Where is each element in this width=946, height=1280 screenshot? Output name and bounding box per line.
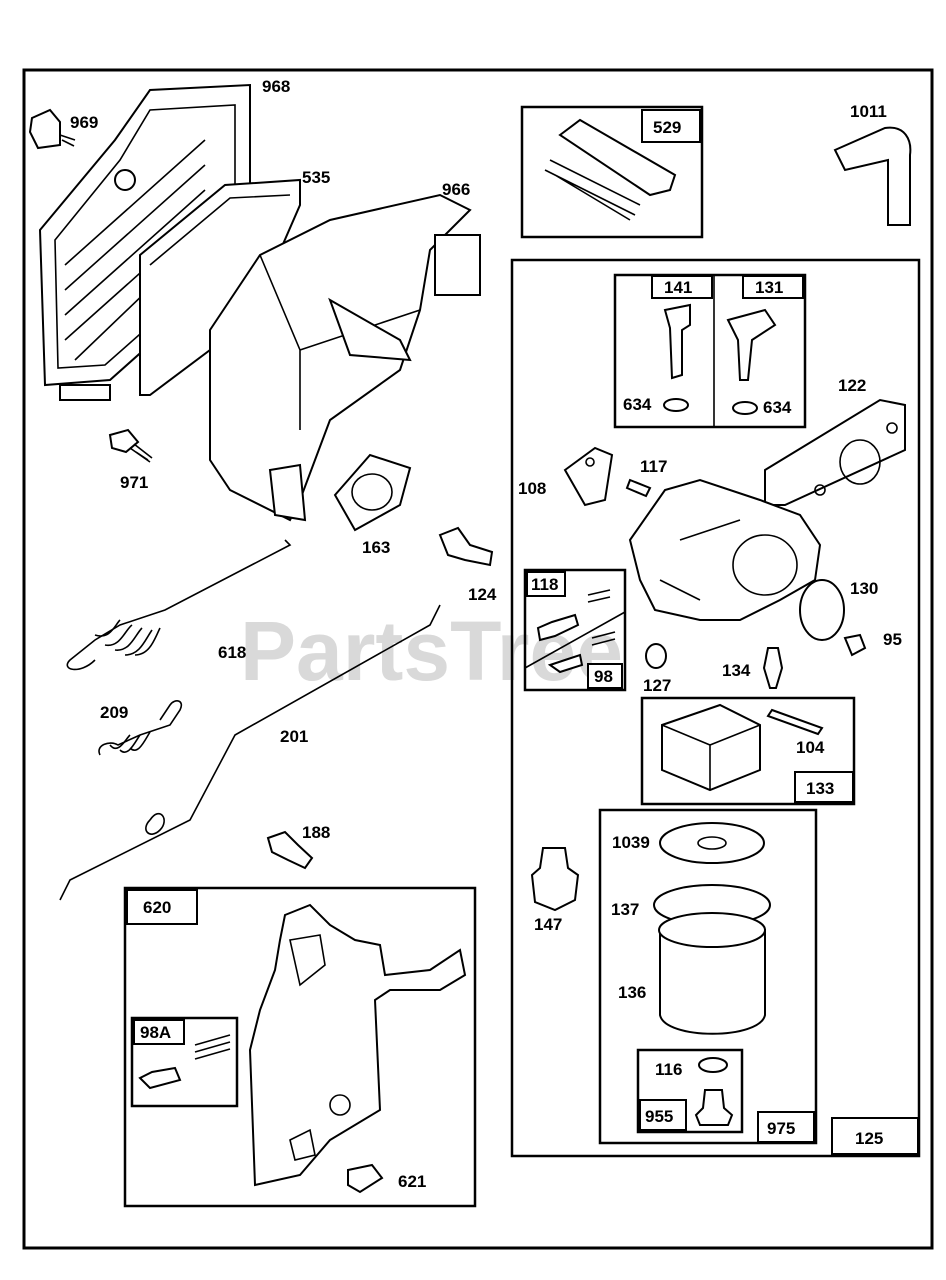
- part-618-spring[interactable]: [66, 539, 292, 671]
- part-118-screw[interactable]: [536, 589, 611, 642]
- label-209: 209: [100, 703, 128, 722]
- label-130: 130: [850, 579, 878, 598]
- part-124-stud[interactable]: [438, 526, 494, 567]
- label-955: 955: [645, 1107, 673, 1126]
- label-188: 188: [302, 823, 330, 842]
- part-134-needle[interactable]: [762, 647, 784, 689]
- part-188-screw[interactable]: [266, 830, 314, 870]
- tag-975-box: [757, 1111, 815, 1143]
- label-122: 122: [838, 376, 866, 395]
- group-529-box: [520, 105, 704, 239]
- tag-133-box: [794, 771, 854, 803]
- part-1039-gasket[interactable]: [659, 822, 765, 864]
- label-118: 118: [531, 575, 558, 594]
- label-116: 116: [655, 1060, 682, 1079]
- tag-141-box: [651, 275, 713, 299]
- group-133-box: [640, 696, 856, 806]
- label-134: 134: [722, 661, 751, 680]
- label-117: 117: [640, 457, 667, 476]
- label-136: 136: [618, 983, 646, 1002]
- part-127-plug[interactable]: [645, 643, 667, 669]
- part-131-needle[interactable]: [726, 308, 777, 415]
- label-124: 124: [468, 585, 497, 604]
- part-carburetor-body[interactable]: [628, 478, 822, 621]
- group-125-box: [510, 258, 921, 1158]
- group-98a-box: [130, 1016, 239, 1108]
- part-971-screw[interactable]: [108, 428, 153, 463]
- label-1011: 1011: [850, 102, 887, 121]
- part-201-governor-rod[interactable]: [59, 604, 441, 901]
- part-104-pin[interactable]: [766, 708, 824, 736]
- label-535: 535: [302, 168, 330, 187]
- tag-125-box: [831, 1117, 919, 1155]
- part-141-needle[interactable]: [663, 303, 691, 412]
- part-1011-hose[interactable]: [833, 126, 912, 226]
- part-108-plate[interactable]: [563, 446, 614, 507]
- part-621-clip[interactable]: [347, 1163, 384, 1194]
- part-98a-screw-spring[interactable]: [138, 1034, 231, 1090]
- part-130-disc[interactable]: [799, 579, 845, 641]
- label-966: 966: [442, 180, 470, 199]
- label-621: 621: [398, 1172, 426, 1191]
- label-634-left: 634: [623, 395, 652, 414]
- label-125: 125: [855, 1129, 883, 1148]
- part-966-cover[interactable]: [209, 193, 481, 522]
- group-975-box: [598, 808, 818, 1145]
- tag-98a-box: [133, 1019, 185, 1045]
- divider-118-98: [524, 611, 626, 669]
- part-95-screw[interactable]: [843, 633, 867, 657]
- part-117-pin[interactable]: [625, 478, 652, 498]
- label-968: 968: [262, 77, 290, 96]
- tag-131-box: [742, 275, 804, 299]
- diagram-frame: [22, 68, 934, 1250]
- label-969: 969: [70, 113, 98, 132]
- label-127: 127: [643, 676, 671, 695]
- label-131: 131: [755, 278, 783, 297]
- part-147-nut[interactable]: [530, 847, 580, 912]
- group-118-98-box: [523, 568, 627, 692]
- part-969-knob[interactable]: [28, 108, 76, 150]
- part-116-washer[interactable]: [698, 1057, 728, 1073]
- label-108: 108: [518, 479, 546, 498]
- part-968-air-cleaner-base[interactable]: [38, 83, 251, 401]
- tag-955-box: [639, 1099, 687, 1131]
- tag-118-box: [526, 571, 566, 597]
- label-634-right: 634: [763, 398, 792, 417]
- part-98-screw[interactable]: [547, 631, 616, 674]
- label-104: 104: [796, 738, 825, 757]
- part-136-bowl[interactable]: [658, 912, 766, 1035]
- label-618: 618: [218, 643, 246, 662]
- part-529-sleeve-spring[interactable]: [544, 118, 677, 221]
- part-209-spring[interactable]: [98, 700, 183, 756]
- label-1039: 1039: [612, 833, 650, 852]
- part-955-bolt[interactable]: [694, 1089, 734, 1126]
- part-163-gasket[interactable]: [333, 453, 412, 532]
- label-98a: 98A: [140, 1023, 171, 1042]
- tag-529-box: [641, 109, 701, 143]
- part-133-float[interactable]: [661, 703, 761, 792]
- label-529: 529: [653, 118, 681, 137]
- label-147: 147: [534, 915, 562, 934]
- tag-620-box: [126, 889, 198, 925]
- part-620-control-bracket[interactable]: [248, 903, 467, 1187]
- group-116-955-box: [636, 1048, 744, 1134]
- tag-98-box: [587, 663, 623, 689]
- label-98: 98: [594, 667, 613, 686]
- label-163: 163: [362, 538, 390, 557]
- group-620-box: [123, 886, 477, 1208]
- label-975: 975: [767, 1119, 795, 1138]
- label-620: 620: [143, 898, 171, 917]
- label-133: 133: [806, 779, 834, 798]
- label-95: 95: [883, 630, 902, 649]
- label-971: 971: [120, 473, 148, 492]
- label-141: 141: [664, 278, 692, 297]
- label-137: 137: [611, 900, 639, 919]
- label-201: 201: [280, 727, 308, 746]
